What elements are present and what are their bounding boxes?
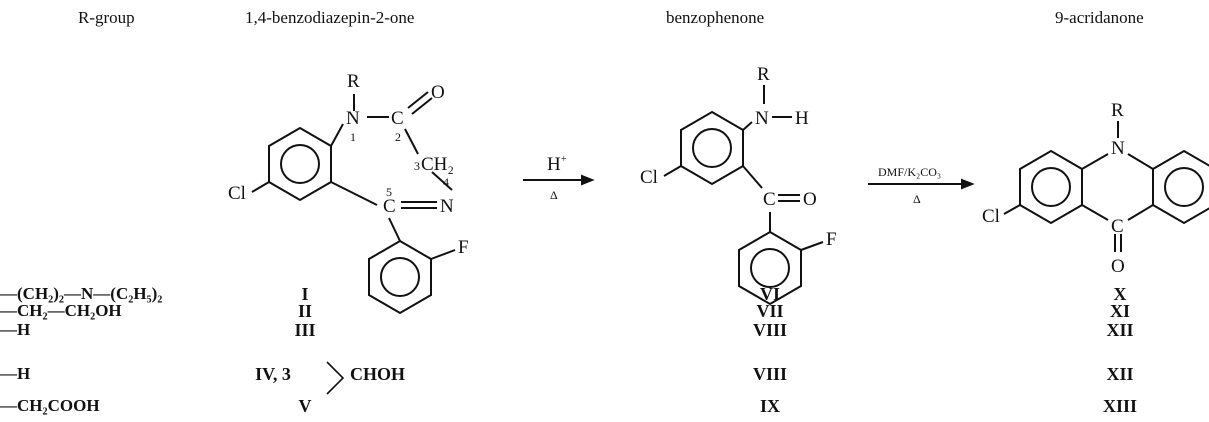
bp-o-label: O <box>803 189 817 210</box>
row2-bp: VII <box>756 301 784 321</box>
bp-f-label: F <box>826 229 837 250</box>
benzophenone-structure <box>663 85 824 306</box>
header-benzophenone: benzophenone <box>666 8 765 27</box>
acridanone-labels: R N C O Cl <box>982 100 1125 277</box>
row5-bp: IX <box>759 396 780 416</box>
row4-bzd: IV, 3 <box>255 364 291 384</box>
step1-reagent-plus: + <box>561 154 567 165</box>
benzophenone-labels: R N H Cl C O F <box>640 64 837 250</box>
bp-h-label: H <box>795 108 809 129</box>
step1-heat: Δ <box>550 188 558 202</box>
row1-r-group: —(CH₂)₂—N—(C₂H₅)₂ <box>0 284 163 303</box>
bzd-n1-label: N <box>346 108 360 129</box>
bp-cl-label: Cl <box>640 167 658 188</box>
row1-bzd: I <box>301 284 309 304</box>
header-r-group: R-group <box>78 8 135 27</box>
row5-r-group: —CH₂COOH <box>0 396 100 415</box>
bp-c-label: C <box>763 189 776 210</box>
header-benzodiazepinone: 1,4-benzodiazepin-2-one <box>245 8 415 27</box>
row1-acr: X <box>1113 284 1127 304</box>
row2-r-group: —CH₂—CH₂OH <box>0 301 122 320</box>
acridanone-structure <box>1003 121 1209 252</box>
row4-bracket <box>326 361 345 395</box>
bzd-ch2-label: CH₂ <box>421 154 454 175</box>
acr-r-label: R <box>1111 100 1124 121</box>
acr-o-label: O <box>1111 256 1125 277</box>
bzd-pos3-label: 3 <box>414 159 420 173</box>
bzd-pos2-label: 2 <box>395 130 401 144</box>
row3-r-group: —H <box>0 320 31 339</box>
acr-cl-label: Cl <box>982 206 1000 227</box>
row3-bzd: III <box>294 320 316 340</box>
row4-bzd-suffix: CHOH <box>350 364 406 384</box>
benzodiazepinone-labels: R N C O CH₂ N C Cl F 1 2 3 4 5 <box>228 71 469 258</box>
bzd-n4-label: N <box>440 196 454 217</box>
row5-acr: XIII <box>1102 396 1137 416</box>
bp-r-label: R <box>757 64 770 85</box>
row5-bzd: V <box>298 396 312 416</box>
row2-bzd: II <box>297 301 312 321</box>
bzd-o-label: O <box>431 82 445 103</box>
acr-n-label: N <box>1111 138 1125 159</box>
row3-bp: VIII <box>752 320 787 340</box>
header-acridanone: 9-acridanone <box>1055 8 1144 27</box>
row4-r-group: —H <box>0 364 31 383</box>
step1-reagent-h: H <box>547 154 561 175</box>
step2-heat: Δ <box>913 192 921 206</box>
row2-acr: XI <box>1109 301 1130 321</box>
bp-n-label: N <box>755 108 769 129</box>
acr-c-label: C <box>1111 216 1124 237</box>
bzd-c5-label: C <box>383 196 396 217</box>
row4-acr: XII <box>1106 364 1134 384</box>
benzodiazepinone-structure <box>251 91 456 315</box>
row1-bp: VI <box>759 284 780 304</box>
bzd-pos1-label: 1 <box>350 130 356 144</box>
bzd-f-label: F <box>458 237 469 258</box>
bzd-c2-label: C <box>391 108 404 129</box>
bzd-r-label: R <box>347 71 360 92</box>
step2-reagent: DMF/K₂CO₃ <box>878 165 941 179</box>
bzd-cl-label: Cl <box>228 183 246 204</box>
row3-acr: XII <box>1106 320 1134 340</box>
bzd-pos4-label: 4 <box>443 175 449 189</box>
bzd-pos5-label: 5 <box>386 185 392 199</box>
row4-bp: VIII <box>752 364 787 384</box>
